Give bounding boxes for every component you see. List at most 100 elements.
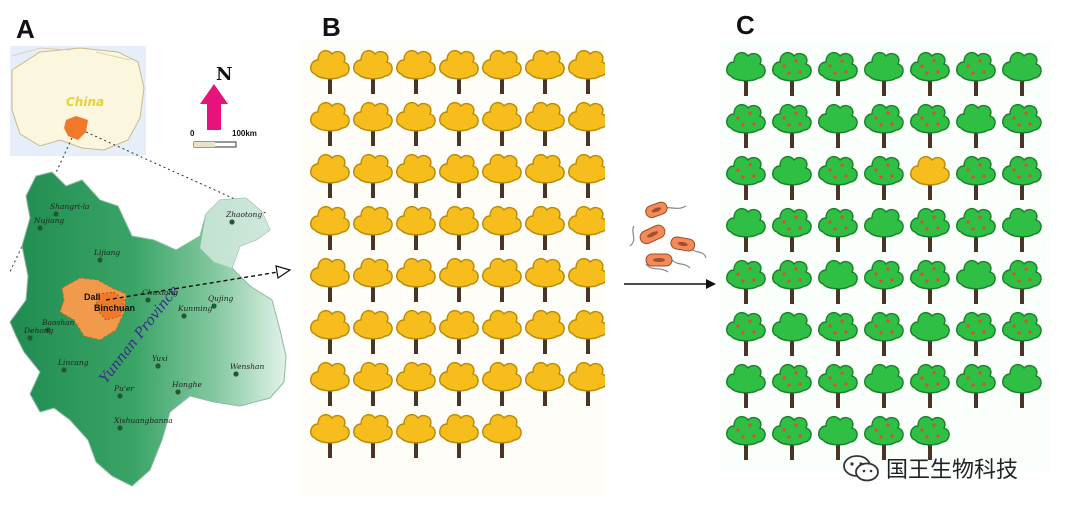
city-marker <box>97 257 103 263</box>
city-marker <box>53 211 59 217</box>
tree-icon <box>910 207 950 252</box>
tree-icon <box>1002 51 1042 96</box>
tree-icon <box>864 207 904 252</box>
tree-icon <box>726 103 766 148</box>
tree-icon <box>910 155 950 200</box>
tree-icon <box>439 49 479 94</box>
city-marker <box>61 367 67 373</box>
yunnan-inset-highlight <box>64 116 88 140</box>
tree-icon <box>396 361 436 406</box>
tree-icon <box>310 361 350 406</box>
tree-icon <box>396 257 436 302</box>
city-marker <box>117 425 123 431</box>
city-marker <box>233 371 239 377</box>
city-layer: Shangri-laNujiangLijiangZhaotongBaoshanD… <box>23 202 265 431</box>
tree-icon <box>726 363 766 408</box>
tree-icon <box>353 49 393 94</box>
tree-icon <box>910 415 950 460</box>
tree-icon <box>482 309 522 354</box>
yunnan-map: China N 0 100km Dali Binchuan <box>9 46 292 487</box>
dashed-arrow-head <box>275 265 292 280</box>
tree-icon <box>910 103 950 148</box>
city-label: Qujing <box>208 294 234 303</box>
tree-icon <box>353 257 393 302</box>
tree-icon <box>353 153 393 198</box>
tree-icon <box>772 207 812 252</box>
tree-icon <box>568 257 608 302</box>
city-label: Xishuangbanna <box>113 416 173 425</box>
tree-icon <box>726 155 766 200</box>
city-marker <box>181 313 187 319</box>
city-marker <box>45 327 51 333</box>
tree-icon <box>1002 363 1042 408</box>
tree-icon <box>310 101 350 146</box>
dali-label: Dali <box>84 292 101 302</box>
tree-icon <box>396 309 436 354</box>
infected-orchard <box>726 51 1042 460</box>
tree-icon <box>568 361 608 406</box>
tree-icon <box>864 155 904 200</box>
tree-icon <box>864 311 904 356</box>
tree-icon <box>772 259 812 304</box>
tree-icon <box>864 103 904 148</box>
tree-icon <box>772 311 812 356</box>
tree-icon <box>818 103 858 148</box>
city-label: Yuxi <box>152 354 168 363</box>
tree-icon <box>910 363 950 408</box>
tree-icon <box>310 413 350 458</box>
tree-icon <box>439 257 479 302</box>
tree-icon <box>396 205 436 250</box>
city-marker <box>229 219 235 225</box>
tree-icon <box>772 415 812 460</box>
tree-icon <box>726 311 766 356</box>
tree-icon <box>956 259 996 304</box>
city-label: Dehong <box>23 326 54 335</box>
tree-icon <box>568 205 608 250</box>
tree-icon <box>818 51 858 96</box>
tree-icon <box>482 413 522 458</box>
tree-icon <box>353 101 393 146</box>
tree-icon <box>956 51 996 96</box>
tree-icon <box>439 153 479 198</box>
city-marker <box>145 297 151 303</box>
tree-icon <box>772 103 812 148</box>
tree-icon <box>310 257 350 302</box>
city-label: Kunming <box>177 304 212 313</box>
panel-c-label: C <box>736 10 755 40</box>
tree-icon <box>525 309 565 354</box>
tree-icon <box>396 413 436 458</box>
healthy-orchard <box>310 49 608 458</box>
tree-icon <box>310 309 350 354</box>
tree-icon <box>568 153 608 198</box>
tree-icon <box>1002 311 1042 356</box>
city-marker <box>155 363 161 369</box>
tree-icon <box>818 259 858 304</box>
tree-icon <box>568 101 608 146</box>
city-label: Wenshan <box>230 362 265 371</box>
tree-icon <box>525 153 565 198</box>
north-arrow-icon <box>200 84 228 130</box>
city-label: Pu'er <box>113 384 134 393</box>
tree-icon <box>482 361 522 406</box>
tree-icon <box>396 49 436 94</box>
tree-icon <box>726 51 766 96</box>
tree-icon <box>310 49 350 94</box>
transition-arrow <box>624 279 716 289</box>
city-label: Chuxiong <box>142 288 178 297</box>
tree-icon <box>726 207 766 252</box>
tree-icon <box>1002 207 1042 252</box>
north-label: N <box>216 64 232 85</box>
tree-icon <box>726 415 766 460</box>
tree-icon <box>568 49 608 94</box>
city-label: Baoshan <box>41 318 75 327</box>
tree-icon <box>396 101 436 146</box>
bacteria-icon <box>629 201 707 273</box>
city-marker <box>37 225 43 231</box>
tree-icon <box>310 205 350 250</box>
tree-icon <box>353 361 393 406</box>
tree-icon <box>772 363 812 408</box>
binchuan-label: Binchuan <box>94 303 135 313</box>
tree-icon <box>439 309 479 354</box>
city-label: Honghe <box>171 380 203 389</box>
tree-icon <box>525 49 565 94</box>
